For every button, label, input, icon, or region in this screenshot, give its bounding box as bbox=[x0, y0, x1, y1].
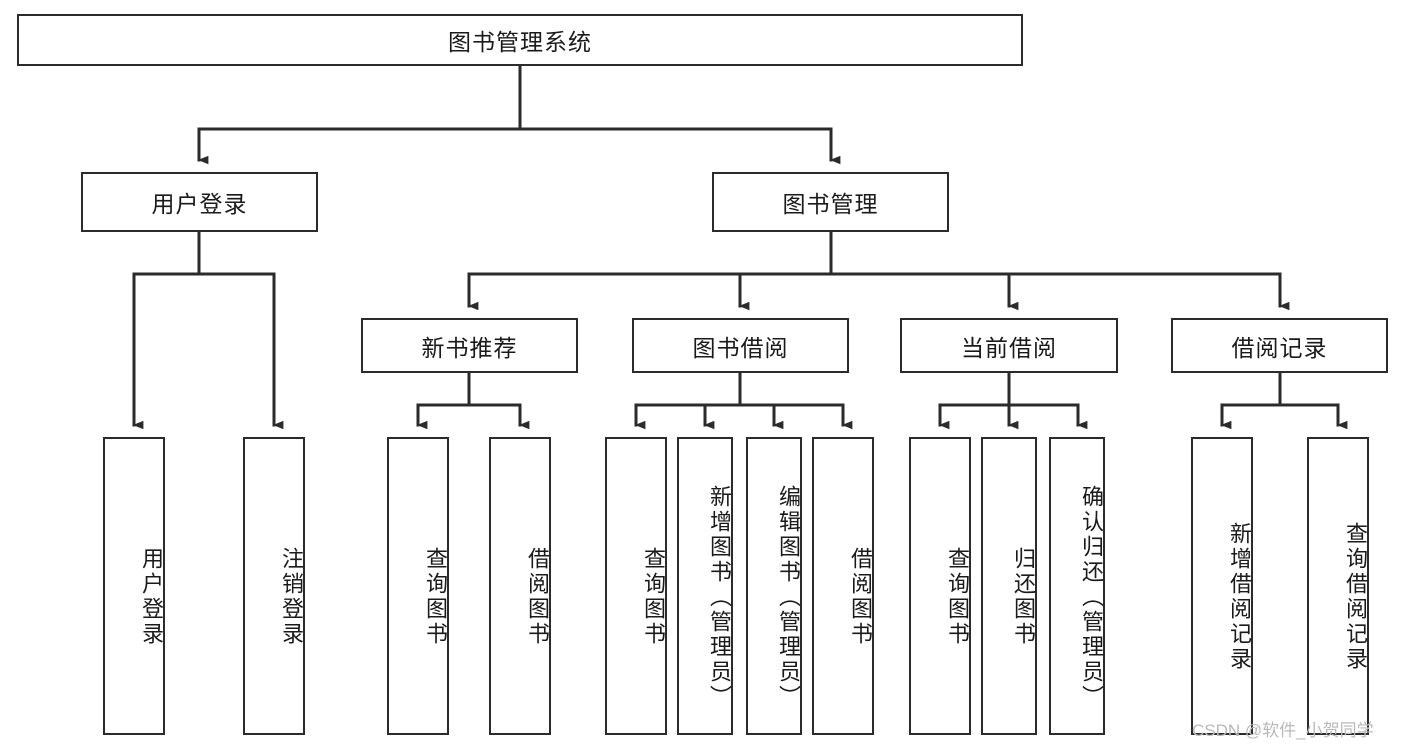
node-user-login[interactable]: 用户登录 bbox=[81, 172, 318, 232]
node-label: 查询图书 bbox=[423, 547, 448, 647]
node-label: 确认归还（管理员） bbox=[1079, 484, 1104, 710]
node-leaf-confirm-return-admin[interactable]: 确认归还（管理员） bbox=[1049, 437, 1105, 735]
node-leaf-add-book-admin[interactable]: 新增图书（管理员） bbox=[677, 437, 733, 735]
node-label: 归还图书 bbox=[1011, 547, 1036, 647]
node-leaf-lend-book[interactable]: 借阅图书 bbox=[812, 437, 874, 735]
node-book-management[interactable]: 图书管理 bbox=[712, 172, 949, 232]
node-label: 查询图书 bbox=[945, 547, 970, 647]
node-leaf-logout[interactable]: 注销登录 bbox=[243, 437, 305, 735]
node-new-book-recommend[interactable]: 新书推荐 bbox=[361, 318, 578, 373]
watermark-text: CSDN @软件_小贺同学 bbox=[1192, 721, 1374, 740]
node-label: 图书管理 bbox=[782, 191, 879, 217]
node-label: 查询图书 bbox=[641, 547, 666, 647]
node-leaf-return-book[interactable]: 归还图书 bbox=[981, 437, 1037, 735]
node-label: 图书借阅 bbox=[692, 334, 789, 361]
node-label: 图书管理系统 bbox=[448, 29, 592, 55]
node-label: 新书推荐 bbox=[421, 334, 518, 361]
node-label: 用户登录 bbox=[151, 191, 248, 217]
node-label: 新增借阅记录 bbox=[1227, 522, 1252, 672]
node-leaf-add-borrow-record[interactable]: 新增借阅记录 bbox=[1191, 437, 1253, 735]
node-label: 查询借阅记录 bbox=[1343, 522, 1368, 672]
node-leaf-query-book-newbook[interactable]: 查询图书 bbox=[387, 437, 449, 735]
node-borrow-records[interactable]: 借阅记录 bbox=[1171, 318, 1388, 373]
node-leaf-query-borrow-record[interactable]: 查询借阅记录 bbox=[1307, 437, 1369, 735]
node-leaf-edit-book-admin[interactable]: 编辑图书（管理员） bbox=[746, 437, 802, 735]
node-label: 用户登录 bbox=[139, 547, 164, 647]
node-leaf-borrow-book-newbook[interactable]: 借阅图书 bbox=[489, 437, 551, 735]
node-leaf-user-login[interactable]: 用户登录 bbox=[103, 437, 165, 735]
node-label: 编辑图书（管理员） bbox=[776, 484, 801, 710]
node-label: 借阅记录 bbox=[1231, 334, 1328, 361]
node-label: 注销登录 bbox=[279, 547, 304, 647]
node-label: 借阅图书 bbox=[848, 547, 873, 647]
node-current-borrow[interactable]: 当前借阅 bbox=[900, 318, 1118, 373]
node-label: 借阅图书 bbox=[525, 547, 550, 647]
node-root-library-system[interactable]: 图书管理系统 bbox=[17, 14, 1023, 66]
node-book-borrow[interactable]: 图书借阅 bbox=[632, 318, 849, 373]
node-label: 新增图书（管理员） bbox=[707, 484, 732, 710]
node-label: 当前借阅 bbox=[961, 334, 1057, 361]
node-leaf-query-book-borrow[interactable]: 查询图书 bbox=[605, 437, 667, 735]
node-leaf-query-book-current[interactable]: 查询图书 bbox=[909, 437, 971, 735]
